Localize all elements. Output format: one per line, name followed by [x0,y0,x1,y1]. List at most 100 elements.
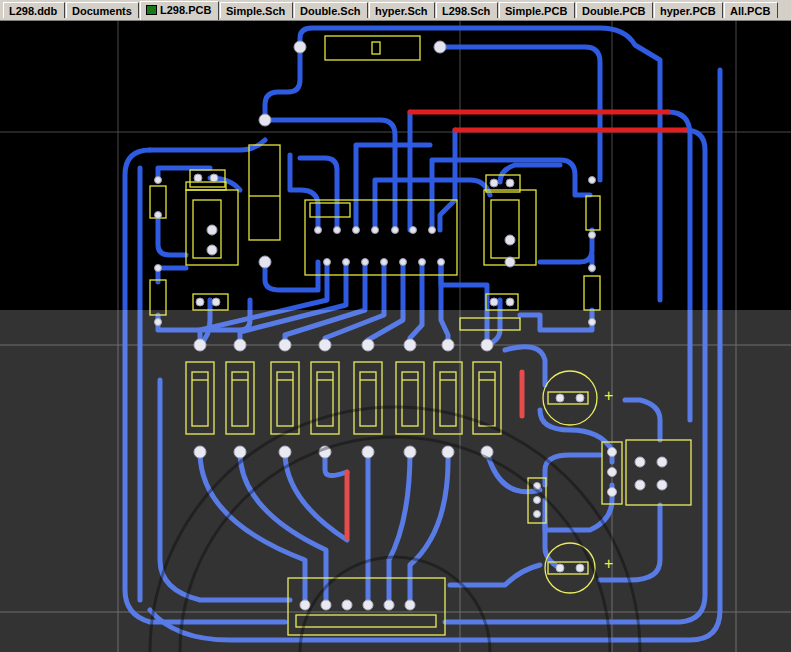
pad [353,227,360,234]
ic-outline [305,200,457,275]
pad [589,232,596,239]
polarity-mark: + [604,388,613,404]
resistor-outline [325,36,420,60]
document-tab: L298.Sch [436,2,498,18]
document-tab: Double.Sch [294,2,368,18]
tab-label: Double.PCB [582,5,646,17]
copper-trace [300,28,660,300]
copper-trace [158,215,186,255]
document-tab: hyper.PCB [654,2,723,18]
pad [155,265,162,272]
resistor-outline [150,186,166,218]
pad [506,298,514,306]
tab-label: All.PCB [730,5,770,17]
pad [505,235,515,245]
document-tab: Documents [66,2,139,18]
pad [324,259,331,266]
pad [419,259,426,266]
connector-outline [486,175,520,192]
relay-outline [491,200,519,258]
watermark-seal [300,557,490,652]
copper-trace [540,230,592,262]
connector-outline [190,170,225,187]
pad [294,41,306,53]
pad [429,227,436,234]
copper-trace [408,112,413,230]
relay-outline [484,190,536,265]
pad [589,177,596,184]
watermark-seal [180,437,610,652]
pad [372,227,379,234]
tab-label: L298.PCB [160,4,211,16]
top-layer-trace [455,128,685,133]
document-tab: L298.ddb [3,2,65,18]
pad [434,41,446,53]
resistor-outline [372,42,380,54]
pad [589,265,596,272]
pad [315,227,322,234]
relay-outline [186,182,226,190]
tab-label: L298.Sch [442,5,490,17]
pad [207,225,217,235]
pad [259,256,271,268]
copper-trace [265,47,300,120]
pad [438,259,445,266]
pad [194,174,202,182]
tab-label: Simple.PCB [505,5,567,17]
top-layer-trace [410,110,668,115]
pad [155,177,162,184]
tab-label: Simple.Sch [226,5,285,17]
document-tab: All.PCB [724,2,778,18]
resistor-outline [586,196,600,230]
pad [259,114,271,126]
tab-label: L298.ddb [9,5,57,17]
document-icon [146,5,157,15]
copper-trace [265,262,318,290]
pad [196,298,204,306]
polarity-mark: + [604,556,613,572]
resistor-outline [249,145,280,240]
pad [400,259,407,266]
pad [334,227,341,234]
pad [207,245,217,255]
connector-outline [486,294,518,310]
document-tab: Simple.Sch [220,2,293,18]
copper-trace [356,145,430,230]
resistor-outline [584,276,600,310]
pad [362,259,369,266]
connector-outline [193,294,228,310]
pad [155,212,162,219]
document-tab-bar: L298.ddb Documents L298.PCB Simple.Sch Doubl… [0,0,791,21]
copper-trace [150,140,265,150]
resistor-outline [150,280,166,315]
tab-label: Documents [72,5,132,17]
document-tab: Double.PCB [576,2,653,18]
relay-outline [186,190,238,265]
document-tab: L298.PCB [140,1,219,20]
pad [505,257,515,267]
pad [343,259,350,266]
pad [410,227,417,234]
relay-outline [193,200,221,258]
tab-label: Double.Sch [300,5,361,17]
pad [381,259,388,266]
tab-label: hyper.PCB [660,5,716,17]
resistor-band [249,195,280,196]
document-tab: Simple.PCB [499,2,575,18]
tab-label: hyper.Sch [375,5,428,17]
scan-shade [0,310,791,652]
pad [212,298,220,306]
pad [490,179,498,187]
watermark-seal [150,407,640,652]
ic-notch [310,203,350,217]
pad [210,174,218,182]
pad [506,179,514,187]
pad [490,298,498,306]
document-tab: hyper.Sch [369,2,435,18]
copper-trace [432,160,590,230]
copper-trace [290,155,318,230]
pad [392,227,399,234]
canvas-background [0,21,791,652]
